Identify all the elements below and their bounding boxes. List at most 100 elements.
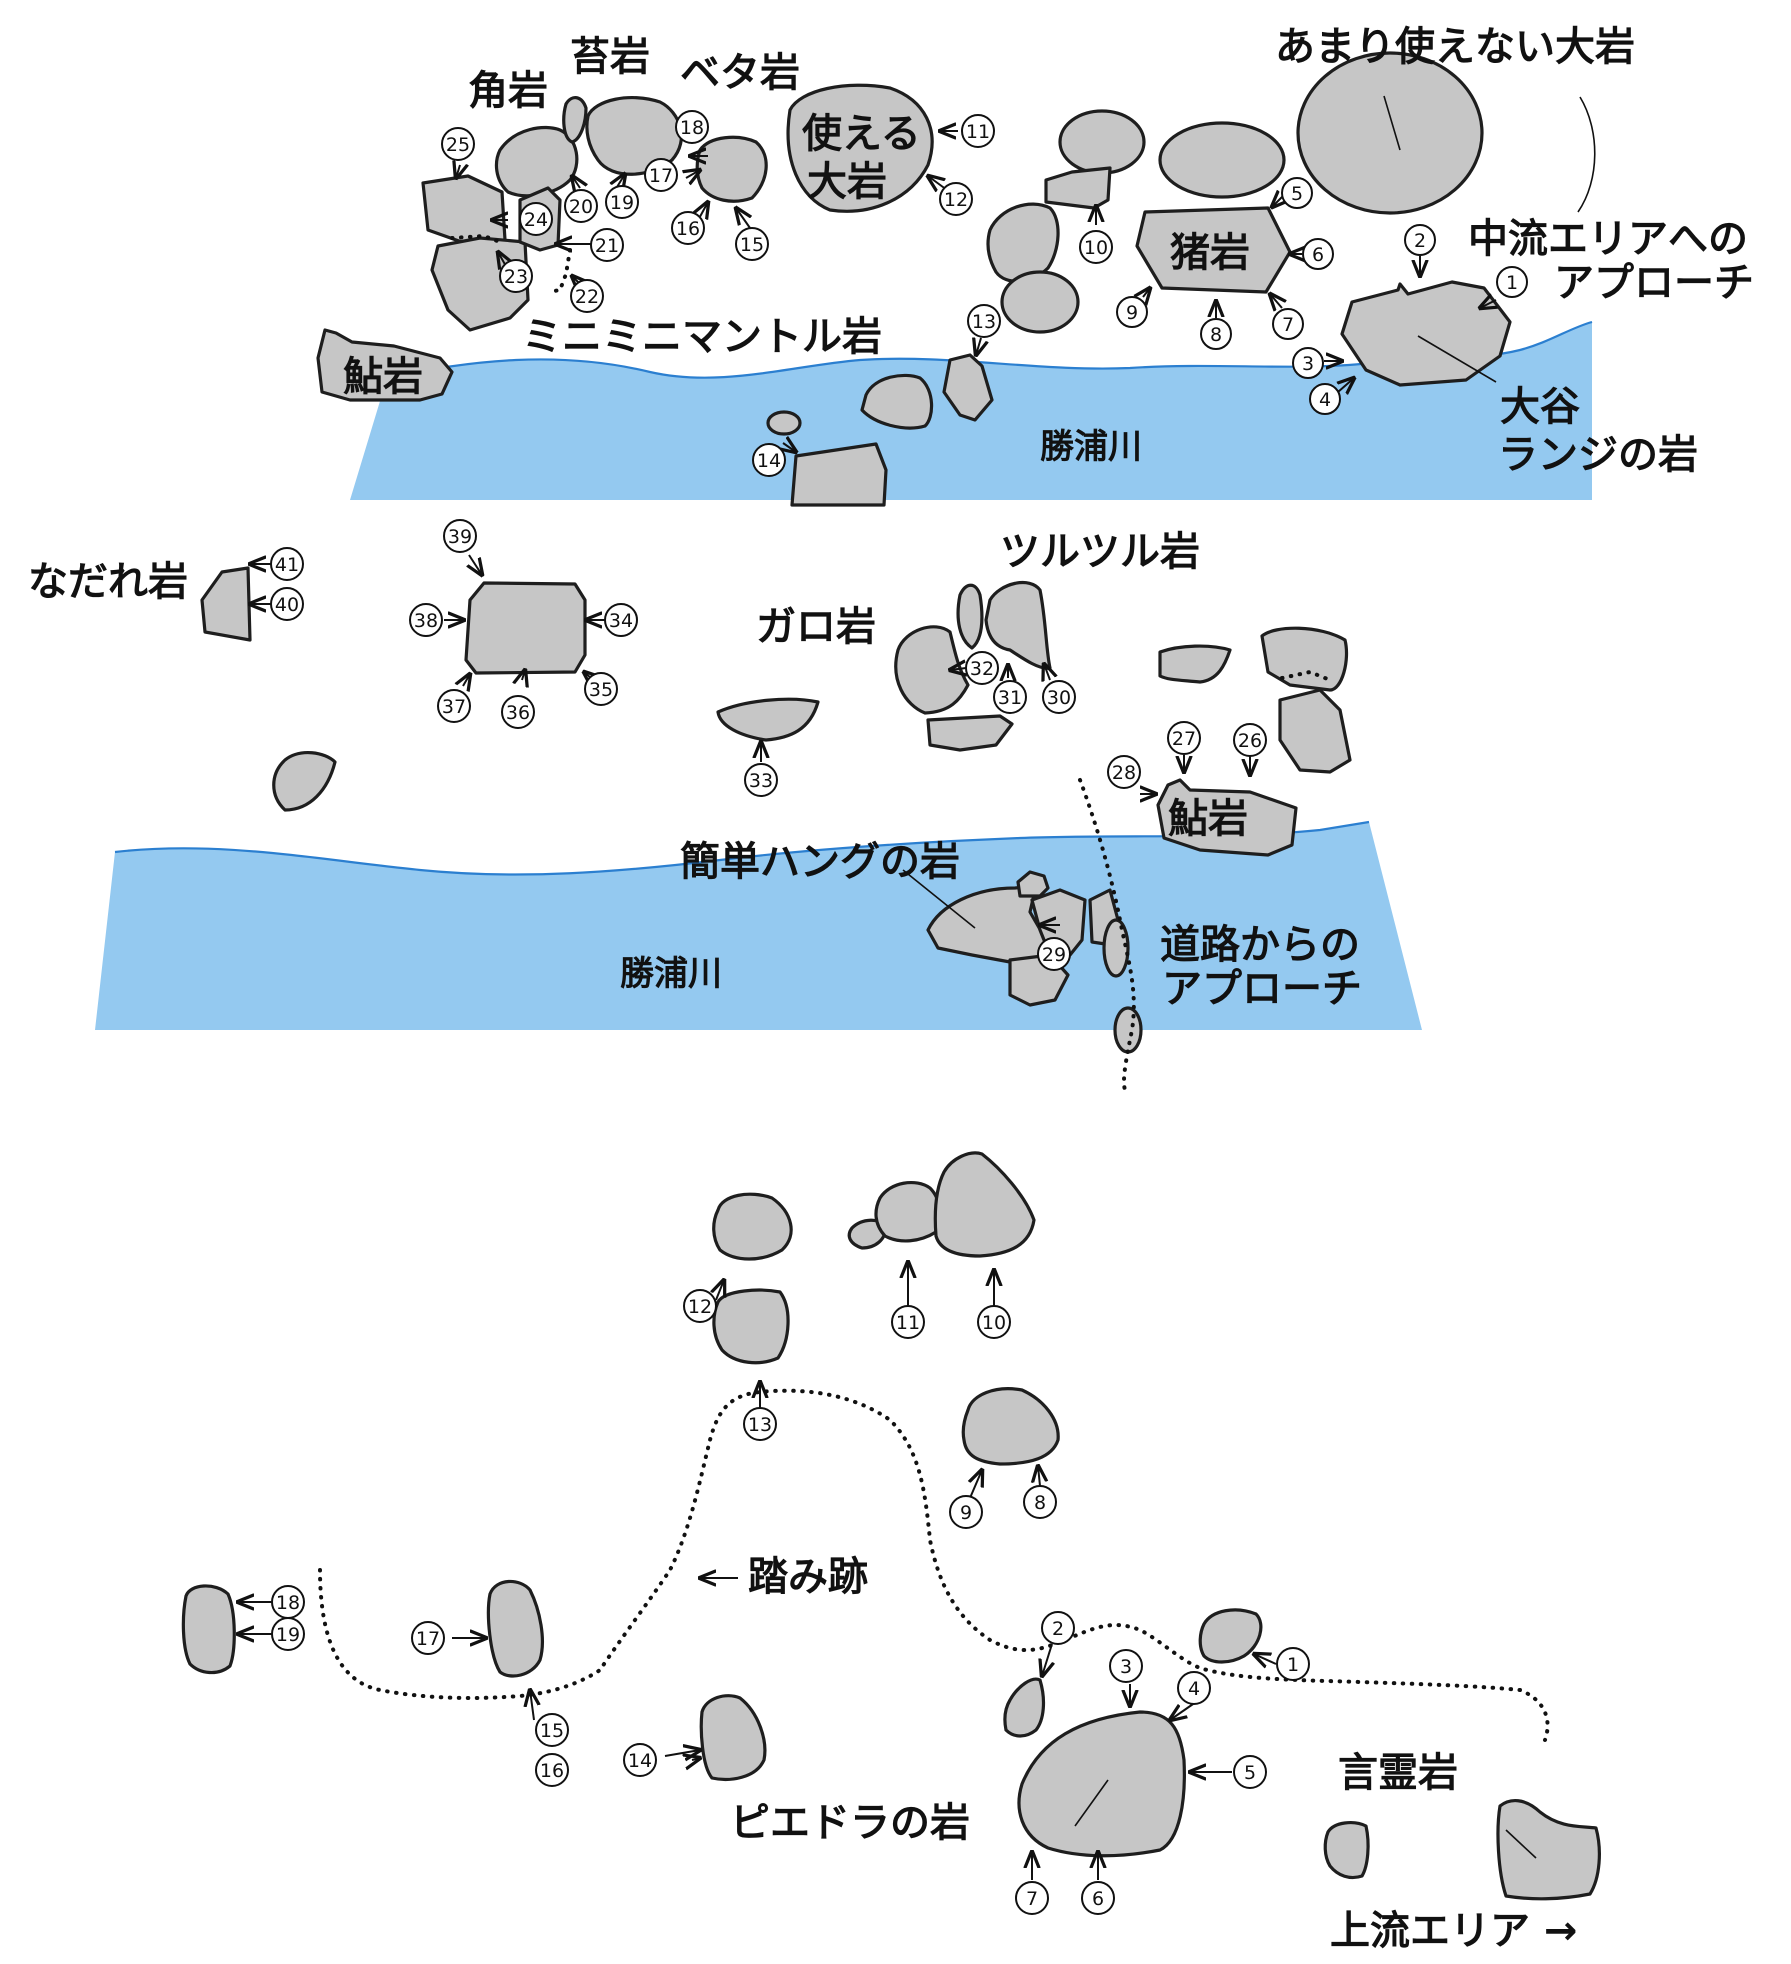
rock-8-9 — [961, 1387, 1060, 1466]
svg-text:16: 16 — [676, 218, 700, 240]
num-37: 37 — [437, 689, 471, 723]
num-14: 14 — [752, 443, 786, 477]
num3-5: 5 — [1233, 1755, 1267, 1789]
num3-6: 6 — [1081, 1881, 1115, 1915]
svg-text:23: 23 — [504, 266, 528, 288]
num3-13: 13 — [743, 1407, 777, 1441]
svg-text:32: 32 — [970, 658, 994, 680]
rock-road-2 — [1113, 1006, 1143, 1054]
num-12: 12 — [939, 182, 973, 216]
label-inoshishi-iwa: 猪岩 — [1170, 230, 1250, 276]
rocks-map-3 — [181, 1151, 1601, 1901]
num3-3: 3 — [1109, 1649, 1143, 1683]
svg-text:9: 9 — [1126, 302, 1138, 324]
svg-text:25: 25 — [446, 134, 470, 156]
label-piedora-iwa: ピエドラの岩 — [730, 1800, 970, 1846]
rock-13-boulder — [712, 1288, 790, 1365]
svg-text:10: 10 — [1084, 237, 1108, 259]
rock-left-small — [272, 751, 337, 812]
svg-text:10: 10 — [982, 1312, 1006, 1334]
num-8: 8 — [1200, 318, 1232, 350]
num3-14: 14 — [623, 1743, 657, 1777]
svg-text:22: 22 — [575, 286, 599, 308]
num-11: 11 — [961, 114, 995, 148]
rock-nadare — [200, 566, 252, 642]
svg-text:29: 29 — [1042, 944, 1066, 966]
rock-tsuru-small — [956, 583, 984, 650]
svg-text:35: 35 — [589, 679, 613, 701]
rock-ayu-2 — [1156, 778, 1298, 857]
svg-text:18: 18 — [680, 117, 704, 139]
rock-left-mid — [986, 202, 1060, 283]
num-27: 27 — [1167, 721, 1201, 755]
trail-main — [318, 1388, 1550, 1742]
rock-11 — [874, 1180, 942, 1243]
map-2: 勝浦川 — [28, 519, 1422, 1092]
svg-text:27: 27 — [1172, 728, 1196, 750]
rock-10 — [1044, 166, 1112, 210]
num-4: 4 — [1309, 383, 1341, 415]
svg-text:24: 24 — [524, 209, 548, 231]
rock-ayu-1 — [316, 328, 454, 402]
num-5: 5 — [1281, 177, 1313, 209]
num-21: 21 — [590, 228, 624, 262]
num-28: 28 — [1107, 755, 1141, 789]
svg-text:4: 4 — [1319, 389, 1331, 411]
svg-text:18: 18 — [276, 1592, 300, 1614]
rock-road-1 — [1102, 918, 1130, 978]
num3-18: 18 — [271, 1585, 305, 1619]
label-douro-approach-2: アプローチ — [1162, 966, 1362, 1012]
numbers-map-3: 1 2 3 4 5 6 7 8 9 10 11 12 13 14 15 16 1… — [271, 1289, 1310, 1915]
rock-1-boulder — [1198, 1608, 1263, 1664]
label-nadare-iwa: なだれ岩 — [28, 559, 188, 605]
rock-kantan-top — [1016, 870, 1050, 898]
svg-text:13: 13 — [748, 1414, 772, 1436]
svg-text:26: 26 — [1238, 730, 1262, 752]
rock-koke — [585, 95, 683, 176]
rock-2-boulder — [1003, 1677, 1046, 1738]
rock-39 — [464, 581, 587, 675]
rock-13 — [942, 353, 994, 422]
num-1: 1 — [1496, 266, 1528, 298]
svg-text:8: 8 — [1034, 1492, 1046, 1514]
label-kantan-hang: 簡単ハングの岩 — [680, 839, 960, 885]
rock-14 — [790, 442, 888, 507]
svg-text:38: 38 — [414, 610, 438, 632]
svg-text:41: 41 — [275, 554, 299, 576]
svg-text:2: 2 — [1052, 1618, 1064, 1640]
svg-text:17: 17 — [649, 165, 673, 187]
svg-text:9: 9 — [960, 1502, 972, 1524]
num3-16: 16 — [535, 1753, 569, 1787]
svg-text:19: 19 — [610, 192, 634, 214]
rock-33 — [716, 697, 820, 742]
svg-text:1: 1 — [1287, 1654, 1299, 1676]
svg-text:11: 11 — [966, 121, 990, 143]
label-tsukaeru-2: 大岩 — [807, 159, 887, 205]
rock-26 — [1260, 626, 1349, 692]
river-label-1: 勝浦川 — [1040, 427, 1142, 467]
num3-4: 4 — [1177, 1671, 1211, 1705]
label-jouryuu-area: 上流エリア → — [1330, 1908, 1577, 1954]
label-fumiato: 踏み跡 — [748, 1554, 868, 1600]
num-6: 6 — [1302, 238, 1334, 270]
numbers-map-2: 26 27 28 29 30 31 32 33 34 35 36 37 38 3… — [270, 519, 1267, 971]
label-kotodama-iwa: 言霊岩 — [1338, 1750, 1458, 1796]
svg-text:6: 6 — [1312, 244, 1324, 266]
num-40: 40 — [270, 587, 304, 621]
svg-text:4: 4 — [1188, 1678, 1200, 1700]
rock-25 — [421, 174, 507, 248]
rock-14-small — [766, 410, 802, 436]
num-39: 39 — [443, 519, 477, 553]
svg-text:30: 30 — [1047, 687, 1071, 709]
rock-14-boulder — [699, 1694, 767, 1782]
num3-2: 2 — [1041, 1611, 1075, 1645]
label-douro-approach-1: 道路からの — [1160, 922, 1360, 968]
num3-7: 7 — [1015, 1881, 1049, 1915]
num3-12: 12 — [683, 1289, 717, 1323]
num-30: 30 — [1042, 680, 1076, 714]
svg-text:3: 3 — [1120, 1656, 1132, 1678]
num3-17: 17 — [411, 1621, 445, 1655]
num-17: 17 — [644, 158, 678, 192]
svg-text:33: 33 — [749, 770, 773, 792]
